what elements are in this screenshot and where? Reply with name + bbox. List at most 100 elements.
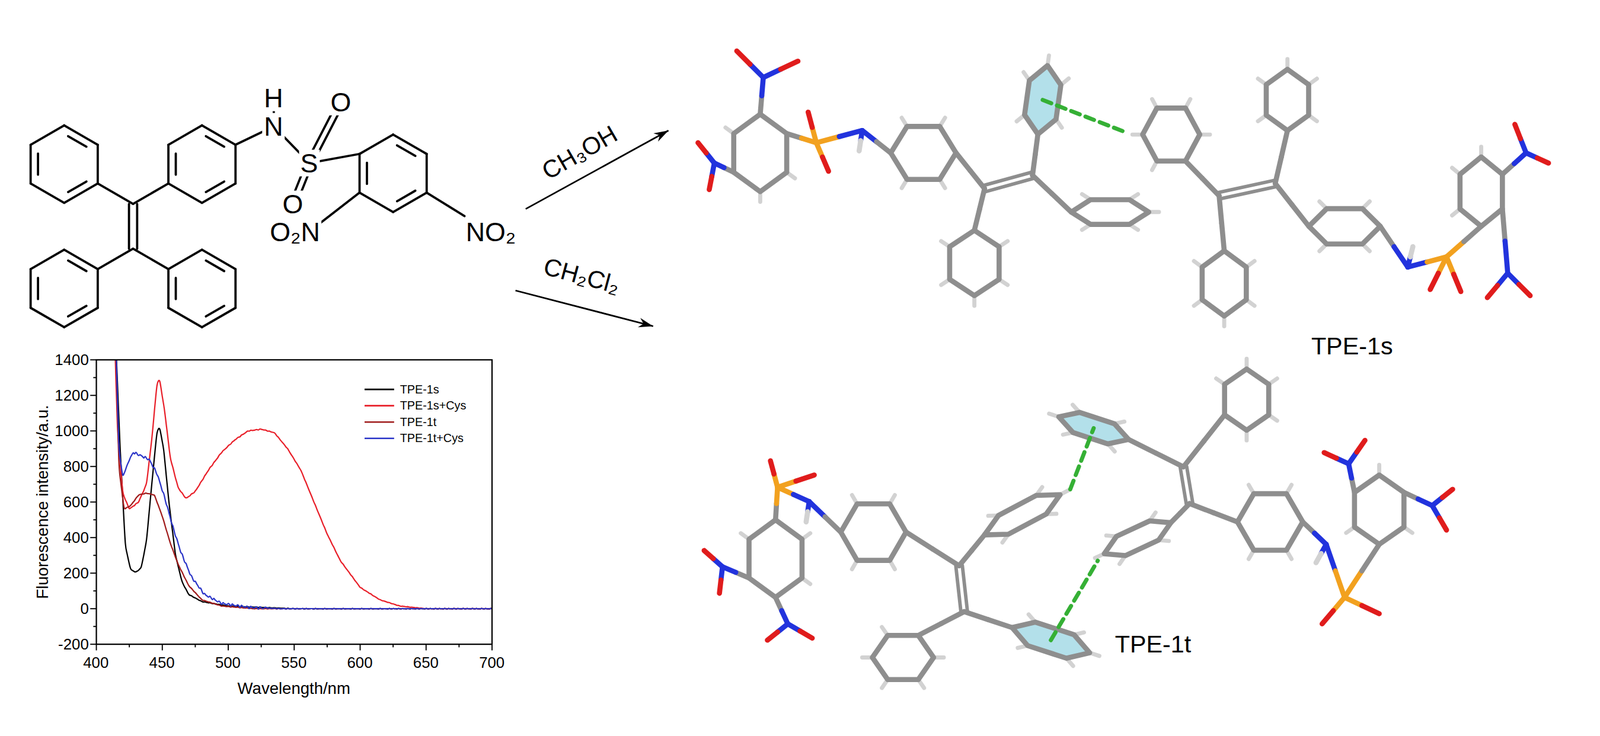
ring-sticks (733, 65, 1503, 680)
aromatic-ring (1308, 208, 1381, 245)
ring-bond (202, 308, 236, 328)
compound-label: TPE-1t (1115, 632, 1192, 657)
axis-tick (90, 501, 97, 503)
ring-bond (64, 125, 98, 146)
aromatic-ring (1354, 475, 1404, 545)
ring-double-bond (174, 153, 178, 175)
aromatic-ring (1460, 157, 1503, 227)
bond-stick (800, 631, 813, 639)
bond-stick (1514, 124, 1520, 139)
ring-bond (30, 308, 65, 328)
axis-tick-label: 550 (280, 655, 307, 672)
bond-stick (1518, 284, 1531, 296)
pi-interaction-line (1070, 428, 1094, 490)
ring-bond (234, 144, 237, 184)
ring-bond (393, 134, 427, 155)
bond-stick (1180, 467, 1187, 505)
ring-double-bond (205, 260, 225, 272)
bond-stick (1202, 178, 1219, 196)
ring-bond (168, 249, 203, 270)
atom-label: H (262, 84, 285, 112)
bond-stick (983, 172, 1032, 186)
ring-double-bond (68, 136, 87, 148)
bond-stick (816, 136, 840, 143)
axis-tick-label: 650 (413, 655, 439, 672)
axis-tick (90, 394, 97, 396)
ring-double-bond (36, 153, 40, 175)
ring-bond (64, 183, 98, 204)
aromatic-ring (1104, 521, 1171, 557)
axis-tick-label: 1200 (54, 388, 89, 404)
bond-stick (767, 632, 778, 641)
bond-line (97, 183, 134, 204)
ring-double-bond (205, 136, 225, 148)
structural-formula (30, 97, 465, 328)
bond-stick (1316, 553, 1322, 563)
axis-tick-label: 200 (63, 566, 89, 582)
bond-stick (796, 475, 815, 482)
ring-bond (202, 125, 236, 146)
axis-tick (90, 465, 97, 468)
axis-tick (227, 644, 229, 651)
axis-tick-label: 1400 (54, 352, 89, 369)
solvent-label: CH₂Cl₂ (541, 254, 623, 299)
axis-tick-label: -200 (58, 637, 89, 653)
ring-bond (29, 269, 33, 308)
bond-stick (780, 61, 798, 70)
legend-text: TPE-1t+Cys (400, 432, 464, 445)
bond-stick (1335, 570, 1345, 598)
aromatic-ring (890, 126, 957, 180)
ring-bond (64, 308, 98, 328)
axis-tick-label: 500 (215, 655, 241, 672)
axis-tick (90, 359, 97, 361)
bond-stick (808, 112, 813, 128)
bond-line (318, 192, 360, 225)
bond-stick (697, 142, 707, 153)
bond-stick (1219, 195, 1222, 223)
bond-line (97, 248, 134, 270)
bond-stick (1155, 453, 1184, 468)
legend-line-sample (364, 437, 395, 440)
bond-stick (1502, 209, 1505, 242)
aromatic-ring (1224, 369, 1269, 431)
ring-bond (168, 308, 203, 328)
bond-sticks (697, 50, 1549, 641)
atom-label: O (280, 190, 305, 218)
ring-bond (30, 183, 65, 204)
bond-stick (959, 550, 972, 567)
ring-double-bond (174, 278, 178, 300)
bond-stick (793, 494, 810, 502)
bond-line (132, 183, 169, 204)
bond-stick (1292, 205, 1309, 227)
ring-bond (202, 183, 236, 204)
aromatic-ring (1202, 250, 1247, 316)
axis-tick (90, 572, 97, 574)
bond-stick (985, 178, 1034, 192)
legend-text: TPE-1s (400, 384, 440, 396)
legend-text: TPE-1t (400, 416, 437, 429)
bond-stick (806, 512, 809, 523)
ring-bond (358, 154, 362, 193)
plot-frame (96, 359, 493, 645)
bond-stick (839, 130, 863, 137)
bond-stick (1442, 489, 1453, 498)
ring-bond (359, 134, 394, 155)
legend-line-sample (364, 404, 395, 407)
bond-stick (1344, 570, 1362, 598)
aromatic-ring (1237, 493, 1303, 551)
pi-interaction-line (1051, 560, 1098, 641)
ring-bond (202, 249, 236, 270)
axis-tick-label: 450 (149, 655, 175, 672)
bond-stick (1487, 285, 1498, 299)
contact-lines (1042, 100, 1127, 641)
axis-tick-label: 1000 (54, 423, 89, 440)
hydrogen-sticks (725, 55, 1482, 689)
ring-double-bond (205, 305, 225, 317)
aromatic-ring (949, 230, 999, 296)
bond-stick (979, 188, 985, 210)
atom-label: N (262, 113, 285, 140)
bond-stick (1407, 262, 1428, 268)
bond-stick (963, 611, 988, 620)
bond-stick (770, 461, 775, 475)
